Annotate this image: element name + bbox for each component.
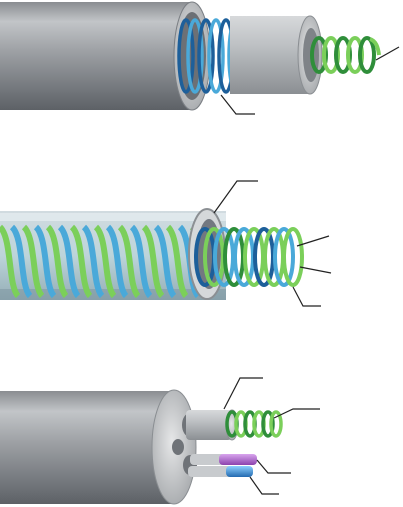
callout-line-sheath [213,180,258,214]
inner-tube [230,16,310,94]
callout-line-blue-coil [220,94,255,115]
callout-line-green-coil-tip [273,408,320,419]
panel-coil-reinforced-tube [0,180,332,307]
callout-line-green-winding [296,235,330,247]
lumen-mid [172,439,184,455]
purple-wire [219,454,257,465]
callout-line-blue-wire [249,476,279,495]
outer-sheath [0,2,192,110]
green-tip-coil [310,36,381,74]
sheath-top-highlight [0,213,226,221]
callout-line-green-coil [375,46,400,61]
inner-sleeve [186,410,232,440]
panel-multi-lumen-catheter [0,377,320,505]
main-shaft [0,391,174,504]
callout-line-purple-wire [256,459,291,474]
callout-line-inner-winding [299,266,332,274]
blue-wire [226,466,253,477]
callout-line-tip [292,286,321,307]
exposed-dual-coil [194,227,304,287]
callout-line-inner-sleeve [223,377,263,410]
panel-coaxial-coil-catheter [0,1,400,115]
green-lumen-coil [225,410,283,438]
grey-lumen-tube-lower [188,466,236,477]
